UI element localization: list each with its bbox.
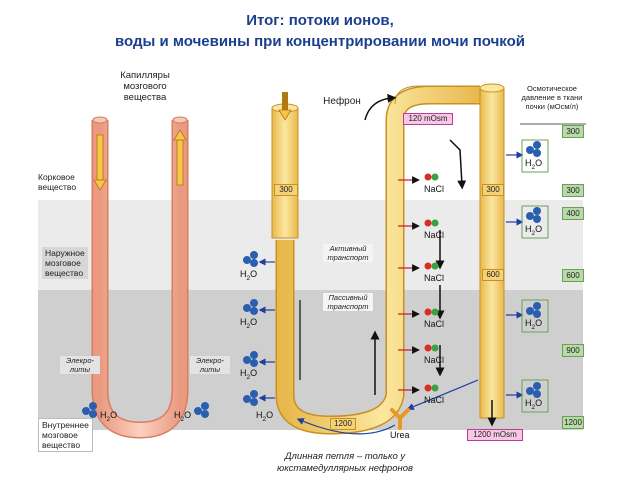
nacl-label: NaCl: [424, 355, 445, 365]
outer-medulla-label: Наружное мозговое вещество: [42, 247, 88, 279]
nacl-label: NaCl: [424, 230, 445, 240]
title-line-2: воды и мочевины при концентрировании моч…: [115, 33, 525, 50]
electrolytes-right-label: Элекро- литы: [190, 356, 230, 374]
water-icon: [526, 141, 541, 157]
osmotic-value: 400: [562, 207, 584, 220]
nephron-label: Нефрон: [323, 96, 361, 107]
h2o-label: H2O: [240, 269, 258, 282]
water-icon: [526, 207, 541, 223]
osmotic-value: 600: [562, 269, 584, 282]
title-line-1: Итог: потоки ионов,: [246, 12, 394, 29]
electrolytes-left-label: Элекро- литы: [60, 356, 100, 374]
osmotic-value: 300: [562, 184, 584, 197]
osmotic-value: 1200: [562, 416, 584, 429]
water-icon: [243, 299, 258, 315]
urea-icon: [390, 408, 410, 430]
nacl-icons: [424, 173, 439, 392]
cortex-label: Корковое вещество: [38, 172, 77, 192]
inner-medulla-label: Внутреннее мозговое вещество: [38, 418, 93, 452]
collecting-mid-value: 600: [482, 269, 504, 281]
osmotic-value: 900: [562, 344, 584, 357]
capillary-loop: [91, 116, 189, 439]
descending-top-value: 300: [274, 184, 298, 196]
ascending-top-value: 120 mOsm: [403, 113, 453, 125]
nacl-label: NaCl: [424, 184, 445, 194]
nacl-label: NaCl: [424, 319, 445, 329]
nephron-tube: [271, 83, 505, 435]
passive-transport-label: Пассивный транспорт: [323, 293, 373, 311]
nacl-label: NaCl: [424, 273, 445, 283]
osmotic-label: Осмотическое давление в ткани почки (мОс…: [521, 84, 583, 111]
loop-bottom-value: 1200: [330, 418, 356, 430]
h2o-label: H2O: [240, 317, 258, 330]
urea-label: Urea: [390, 430, 410, 440]
water-icon: [194, 402, 209, 418]
h2o-label: H2O: [525, 224, 543, 237]
h2o-label: H2O: [100, 410, 118, 423]
nacl-arrows: [398, 176, 420, 394]
water-icon: [243, 390, 258, 406]
osmotic-value: 300: [562, 125, 584, 138]
water-arrows-right: [506, 151, 524, 399]
h2o-label: H2O: [240, 368, 258, 381]
nacl-label: NaCl: [424, 395, 445, 405]
water-molecules: [82, 141, 541, 418]
h2o-label: H2O: [525, 398, 543, 411]
collecting-top-value: 300: [482, 184, 504, 196]
h2o-label: H2O: [174, 410, 192, 423]
h2o-label: H2O: [525, 158, 543, 171]
water-arrows-left: [258, 258, 275, 402]
water-icon: [243, 251, 258, 267]
caption: Длинная петля – только у юкстамедуллярны…: [277, 451, 413, 474]
h2o-label: H2O: [525, 318, 543, 331]
collecting-bottom-value: 1200 mOsm: [467, 429, 523, 441]
capillaries-label: Капилляры мозгового вещества: [120, 70, 170, 103]
water-icon: [526, 302, 541, 318]
water-icon: [82, 402, 97, 418]
water-frames: [521, 139, 549, 413]
water-icon: [243, 351, 258, 367]
water-icon: [526, 382, 541, 398]
active-transport-label: Активный транспорт: [323, 244, 373, 262]
h2o-label: H2O: [256, 410, 274, 423]
